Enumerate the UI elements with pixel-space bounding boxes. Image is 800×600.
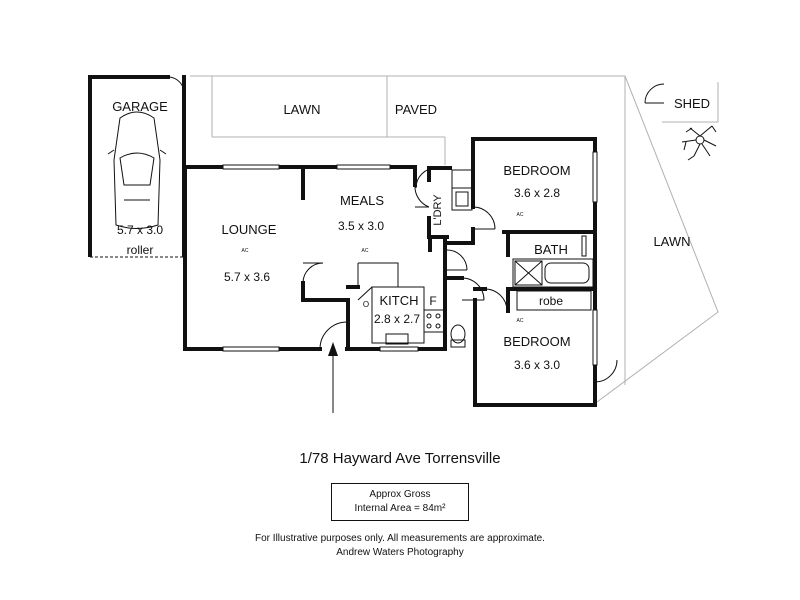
garage-label: GARAGE xyxy=(112,99,168,114)
robe-cabinet xyxy=(516,290,592,311)
laundry-label: L'DRY xyxy=(432,194,444,226)
windows xyxy=(222,151,598,366)
entry-arrow-icon xyxy=(328,342,338,413)
bedroom1-ac: AC xyxy=(517,212,524,218)
oven-label: O xyxy=(363,300,369,309)
tree-icon xyxy=(681,125,717,161)
kitchen-fixtures xyxy=(357,262,445,345)
bedroom2-ac: AC xyxy=(517,318,524,324)
bath-label: BATH xyxy=(534,242,568,257)
bedroom2-label: BEDROOM xyxy=(503,334,570,349)
bath-fixtures xyxy=(450,258,594,348)
meals-label: MEALS xyxy=(340,193,384,208)
disclaimer-credit: Andrew Waters Photography xyxy=(336,547,464,558)
kitchen-label: KITCH xyxy=(380,293,419,308)
meals-size: 3.5 x 3.0 xyxy=(338,219,384,233)
car-icon xyxy=(107,111,167,229)
laundry-fixtures xyxy=(451,169,473,211)
lounge-ac: AC xyxy=(242,248,249,254)
kitchen-size: 2.8 x 2.7 xyxy=(374,312,420,326)
shed xyxy=(644,83,665,104)
floor-plan: GARAGE 5.7 x 3.0 roller LAWN PAVED SHED … xyxy=(88,75,719,413)
lounge-size: 5.7 x 3.6 xyxy=(224,270,270,284)
lawn-side-label: LAWN xyxy=(653,234,690,249)
garage-door-note: roller xyxy=(127,243,154,257)
meals-ac: AC xyxy=(362,248,369,254)
area-box: Approx Gross Internal Area = 84m² xyxy=(331,483,469,521)
garage-size: 5.7 x 3.0 xyxy=(117,223,163,237)
door-swings xyxy=(302,167,618,383)
shed-label: SHED xyxy=(674,96,710,111)
area-line2: Internal Area = 84m² xyxy=(354,503,446,514)
paved-label: PAVED xyxy=(395,102,437,117)
property-address: 1/78 Hayward Ave Torrensville xyxy=(299,450,501,467)
house-walls xyxy=(183,137,597,407)
lawn-top-label: LAWN xyxy=(283,102,320,117)
robe-label: robe xyxy=(539,294,563,308)
bedroom1-label: BEDROOM xyxy=(503,163,570,178)
disclaimer: For Illustrative purposes only. All meas… xyxy=(0,532,800,560)
disclaimer-line1: For Illustrative purposes only. All meas… xyxy=(255,533,545,544)
fridge-label: F xyxy=(429,294,436,308)
bedroom1-size: 3.6 x 2.8 xyxy=(514,186,560,200)
lounge-label: LOUNGE xyxy=(222,222,277,237)
bedroom2-size: 3.6 x 3.0 xyxy=(514,358,560,372)
outdoor-boundaries xyxy=(190,75,719,403)
area-line1: Approx Gross xyxy=(369,489,431,500)
